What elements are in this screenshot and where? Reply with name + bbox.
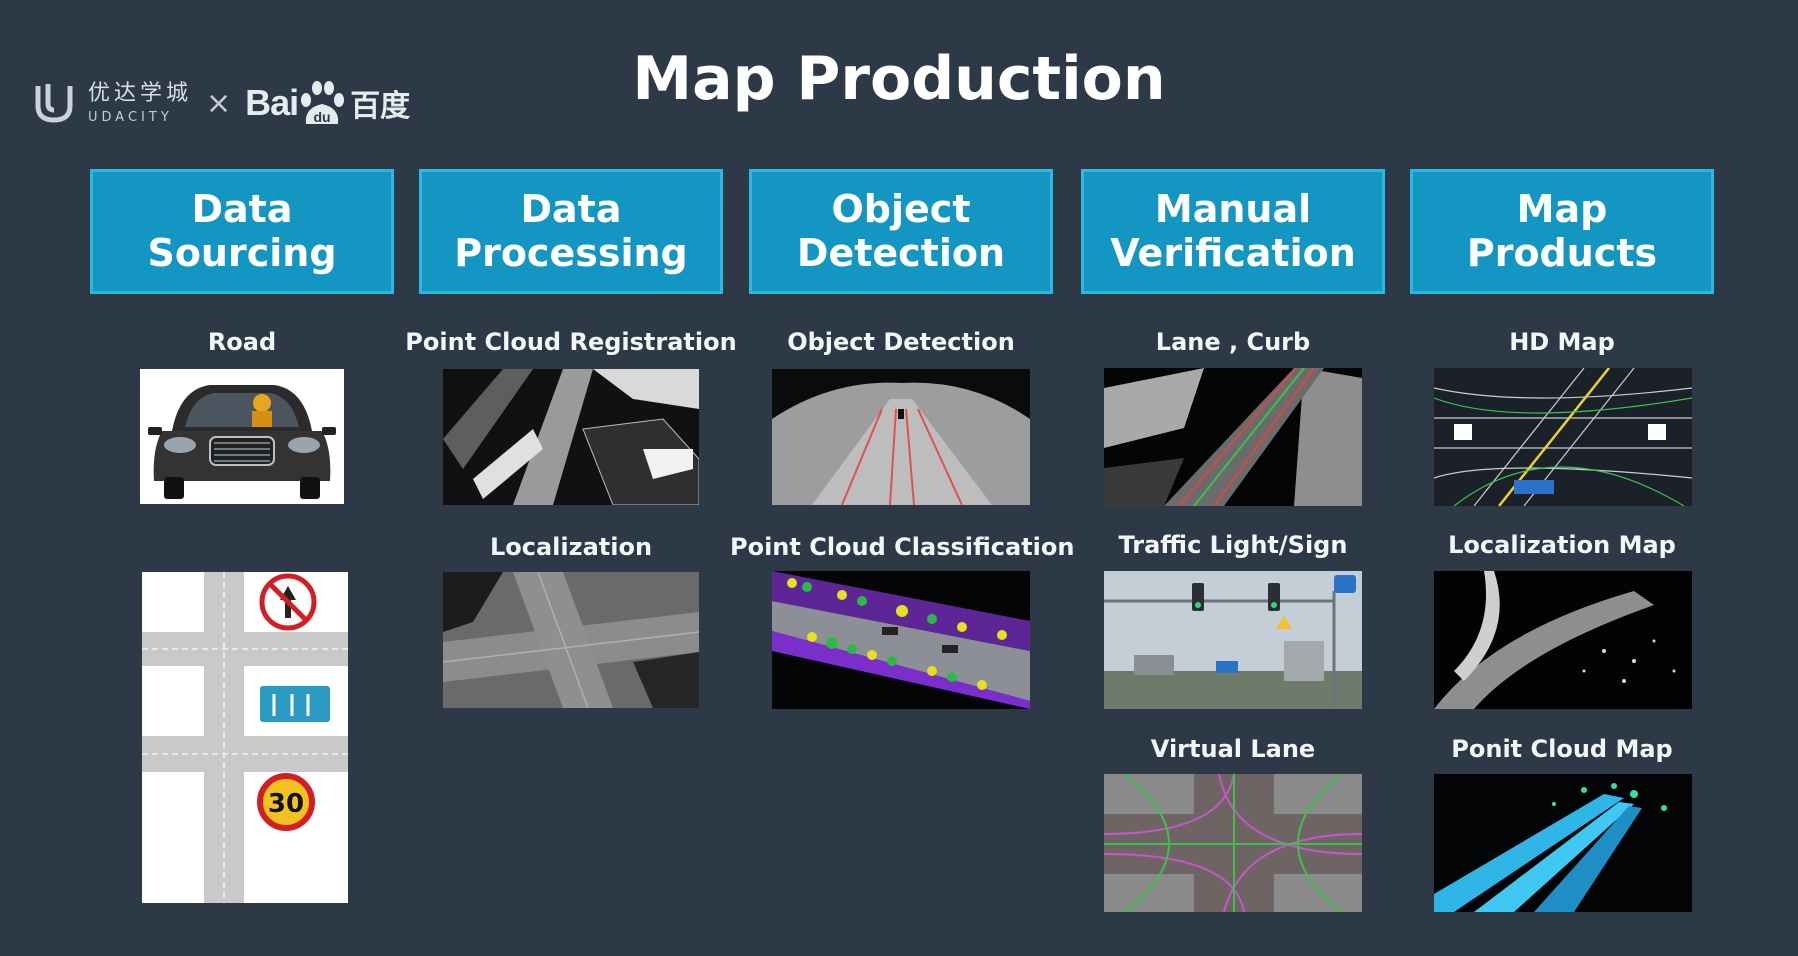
caption-hd-map: HD Map bbox=[1509, 328, 1615, 356]
caption-localization-map: Localization Map bbox=[1448, 531, 1676, 559]
page-title: Map Production bbox=[632, 44, 1166, 114]
caption-virtual-lane: Virtual Lane bbox=[1150, 735, 1316, 763]
caption-localization: Localization bbox=[489, 533, 653, 561]
baidu-paw-icon: du bbox=[301, 81, 345, 125]
caption-point-cloud-classification: Point Cloud Classification bbox=[730, 533, 1075, 561]
object-detection-image bbox=[772, 369, 1030, 505]
times-sign: × bbox=[206, 85, 232, 121]
logo-area: 优达学城 UDACITY × Bai du 百度 bbox=[32, 78, 410, 128]
svg-text:du: du bbox=[314, 109, 331, 125]
localization-image bbox=[443, 572, 699, 708]
baidu-logo: Bai du 百度 bbox=[245, 78, 410, 128]
point-cloud-map-image bbox=[1434, 774, 1692, 912]
traffic-light-sign-image bbox=[1104, 571, 1362, 709]
localization-map-image bbox=[1434, 571, 1692, 709]
point-cloud-classification-image bbox=[772, 571, 1030, 709]
caption-road: Road bbox=[207, 328, 277, 356]
caption-object-detection: Object Detection bbox=[787, 328, 1015, 356]
caption-lane-curb: Lane , Curb bbox=[1155, 328, 1311, 356]
car-image bbox=[140, 369, 344, 504]
udacity-wordmark: 优达学城 UDACITY bbox=[88, 80, 193, 125]
udacity-logo-icon bbox=[35, 84, 73, 123]
baidu-latin-text: Bai bbox=[245, 82, 299, 123]
caption-ponit-cloud-map: Ponit Cloud Map bbox=[1451, 735, 1673, 763]
baidu-cn-text: 百度 bbox=[350, 90, 411, 123]
point-cloud-registration-image bbox=[443, 369, 699, 505]
lane-curb-image bbox=[1104, 368, 1362, 506]
caption-point-cloud-registration: Point Cloud Registration bbox=[405, 328, 737, 356]
speed-limit-text: 30 bbox=[268, 789, 304, 819]
hd-map-image bbox=[1434, 368, 1692, 506]
udacity-en-name: UDACITY bbox=[88, 109, 173, 125]
udacity-cn-name: 优达学城 bbox=[88, 80, 193, 106]
caption-traffic-light-sign: Traffic Light/Sign bbox=[1118, 531, 1348, 559]
virtual-lane-image bbox=[1104, 774, 1362, 912]
road-signs-image: 30 bbox=[142, 572, 348, 903]
